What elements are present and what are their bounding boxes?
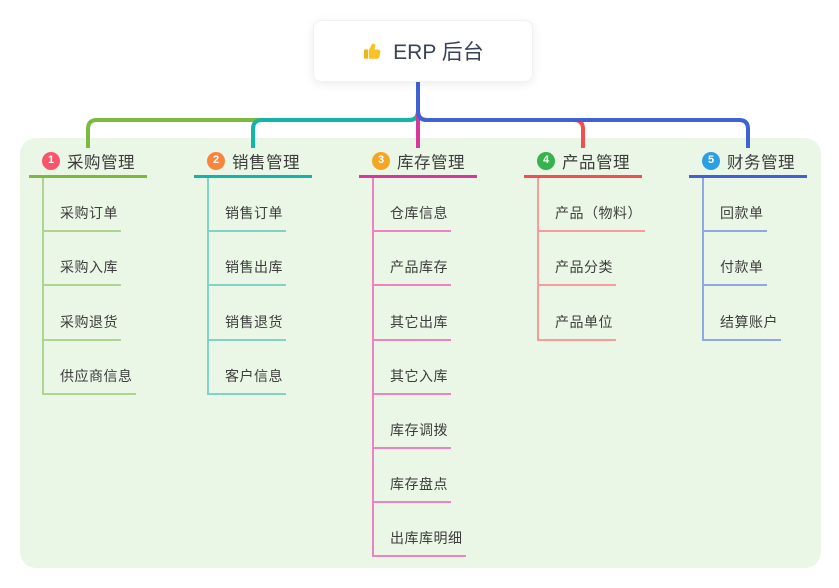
branch-children-group: 采购订单 采购入库 采购退货 供应商信息	[42, 178, 136, 395]
child-node[interactable]: 结算账户	[704, 286, 781, 341]
branch-children-group: 回款单 付款单 结算账户	[702, 178, 781, 341]
branch-node-1[interactable]: 1 采购管理	[29, 146, 147, 178]
thumbs-up-icon	[362, 40, 384, 62]
child-node[interactable]: 其它出库	[374, 286, 451, 341]
child-node-label: 库存盘点	[390, 476, 448, 493]
branch-node-5[interactable]: 5 财务管理	[689, 146, 807, 178]
child-node[interactable]: 仓库信息	[374, 178, 451, 233]
child-node-label: 销售订单	[225, 205, 283, 222]
child-node-label: 供应商信息	[60, 367, 133, 384]
child-node-label: 库存调拨	[390, 421, 448, 438]
branch-number-badge: 5	[702, 151, 720, 170]
branch-node-3[interactable]: 3 库存管理	[359, 146, 477, 178]
child-node-label: 产品单位	[555, 313, 613, 330]
child-node-label: 采购入库	[60, 259, 118, 276]
branch-node-2[interactable]: 2 销售管理	[194, 146, 312, 178]
child-node-label: 产品分类	[555, 259, 613, 276]
child-node-label: 回款单	[720, 205, 764, 222]
child-node[interactable]: 销售出库	[209, 232, 286, 287]
child-node-label: 产品（物料）	[555, 205, 642, 222]
child-node-label: 采购订单	[60, 205, 118, 222]
child-node[interactable]: 产品单位	[539, 286, 616, 341]
child-node[interactable]: 采购入库	[44, 232, 121, 287]
branch-number-badge: 3	[372, 151, 390, 170]
child-node-label: 出库库明细	[390, 530, 463, 547]
child-node-label: 其它出库	[390, 313, 448, 330]
child-node-label: 结算账户	[720, 313, 778, 330]
child-node[interactable]: 库存盘点	[374, 449, 451, 504]
child-node[interactable]: 产品（物料）	[539, 178, 645, 233]
child-node[interactable]: 付款单	[704, 232, 767, 287]
branch-node-label: 采购管理	[67, 153, 135, 172]
branch-node-label: 财务管理	[727, 153, 795, 172]
root-node-erp[interactable]: ERP 后台	[313, 20, 533, 82]
child-node[interactable]: 其它入库	[374, 341, 451, 395]
child-node[interactable]: 销售退货	[209, 286, 286, 341]
branch-node-label: 销售管理	[232, 153, 300, 172]
branch-node-4[interactable]: 4 产品管理	[524, 146, 642, 178]
child-node-label: 付款单	[720, 259, 764, 276]
mindmap-canvas-panel	[20, 138, 821, 568]
branch-children-group: 产品（物料） 产品分类 产品单位	[537, 178, 645, 341]
child-node[interactable]: 采购退货	[44, 286, 121, 341]
child-node[interactable]: 出库库明细	[374, 503, 466, 558]
branch-node-label: 产品管理	[562, 153, 630, 172]
child-node-label: 仓库信息	[390, 205, 448, 222]
child-node[interactable]: 销售订单	[209, 178, 286, 233]
branch-number-badge: 2	[207, 151, 225, 170]
branch-children-group: 仓库信息 产品库存 其它出库 其它入库 库存调拨 库存盘点 出库库明细	[372, 178, 466, 558]
child-node[interactable]: 回款单	[704, 178, 767, 233]
root-node-label: ERP 后台	[393, 41, 484, 64]
child-node[interactable]: 产品分类	[539, 232, 616, 287]
child-node-label: 销售出库	[225, 259, 283, 276]
child-node[interactable]: 客户信息	[209, 341, 286, 395]
child-node-label: 采购退货	[60, 313, 118, 330]
child-node[interactable]: 库存调拨	[374, 395, 451, 449]
child-node-label: 销售退货	[225, 313, 283, 330]
branch-number-badge: 1	[42, 151, 60, 170]
branch-number-badge: 4	[537, 151, 555, 170]
child-node[interactable]: 供应商信息	[44, 341, 136, 395]
child-node-label: 其它入库	[390, 367, 448, 384]
branch-children-group: 销售订单 销售出库 销售退货 客户信息	[207, 178, 286, 395]
child-node[interactable]: 产品库存	[374, 232, 451, 287]
child-node[interactable]: 采购订单	[44, 178, 121, 233]
branch-node-label: 库存管理	[397, 153, 465, 172]
child-node-label: 客户信息	[225, 367, 283, 384]
child-node-label: 产品库存	[390, 259, 448, 276]
